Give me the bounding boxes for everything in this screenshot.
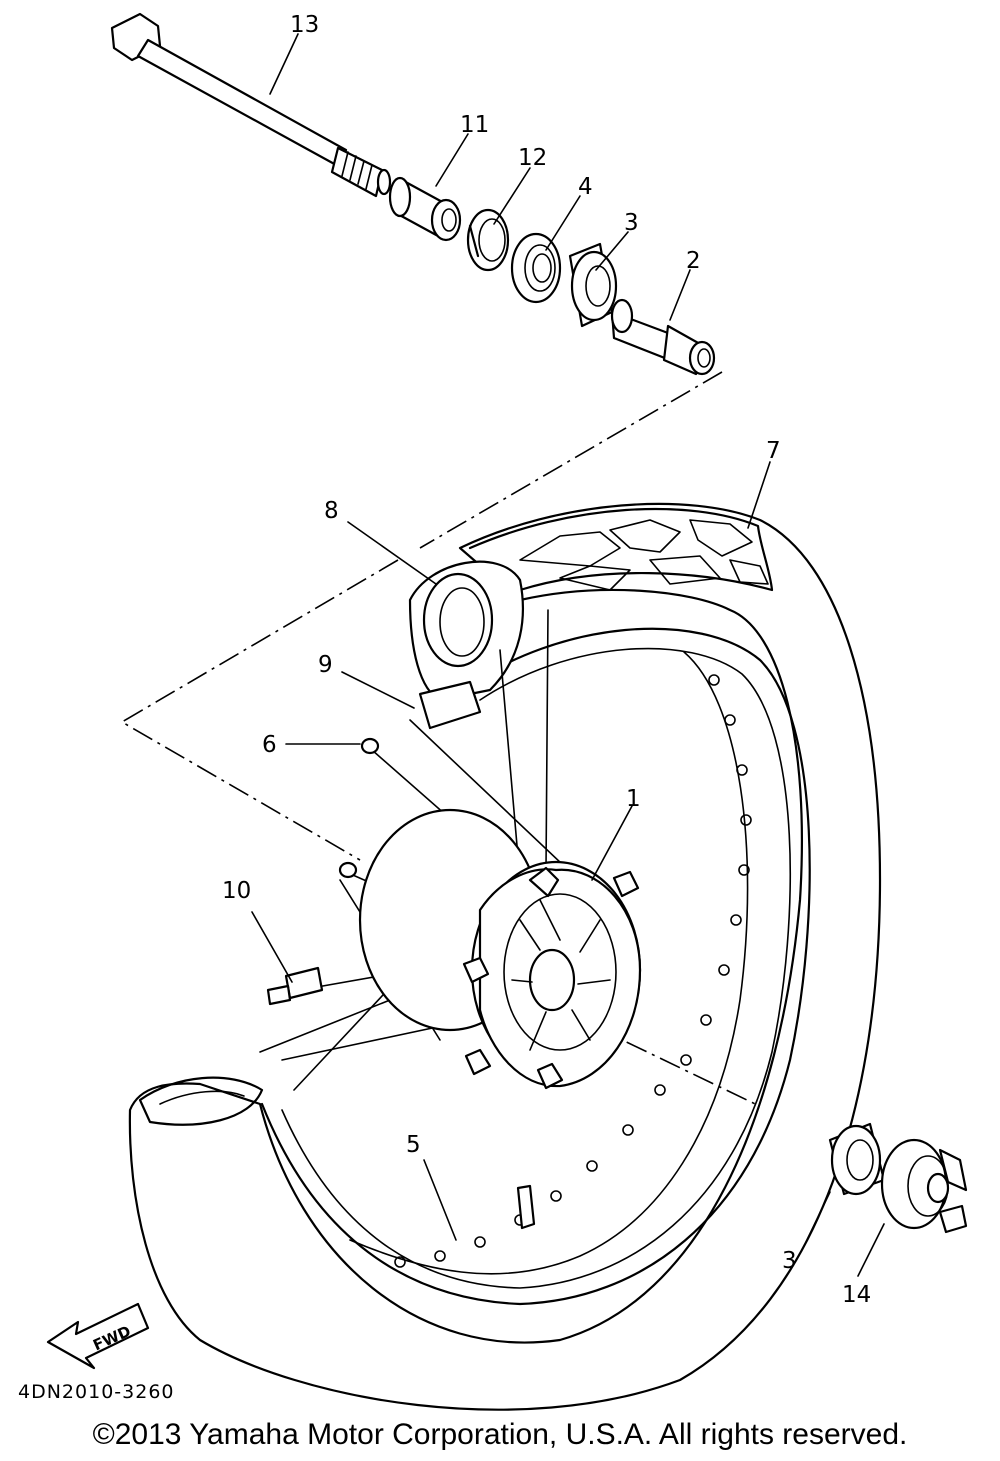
callout-4: 4: [578, 174, 593, 200]
rim: [260, 627, 811, 1306]
callout-leaders: [251, 33, 885, 1277]
callout-7: 7: [766, 438, 781, 464]
meter-gear: [880, 1138, 968, 1234]
tube: [408, 560, 525, 730]
callout-labels: 13 11 12 4 3 2 7 8 9 6 1 10 5 3 14: [222, 12, 871, 1308]
oil-seal: [466, 208, 510, 272]
bearing-3-top: [568, 242, 618, 328]
bearing-3-bottom: [828, 1122, 886, 1196]
callout-3-bottom: 3: [782, 1248, 797, 1274]
callout-14: 14: [842, 1282, 871, 1308]
callout-3-top: 3: [624, 210, 639, 236]
copyright-notice: ©2013 Yamaha Motor Corporation, U.S.A. A…: [92, 1418, 908, 1451]
fwd-arrow-icon: FWD: [46, 1302, 150, 1370]
callout-6: 6: [262, 732, 277, 758]
callout-5: 5: [406, 1132, 421, 1158]
spacer: [610, 298, 716, 376]
callout-10: 10: [222, 878, 251, 904]
collar: [388, 176, 462, 242]
callout-1: 1: [626, 786, 641, 812]
callout-8: 8: [324, 498, 339, 524]
callout-11: 11: [460, 112, 489, 138]
nipple-10: [266, 966, 324, 1006]
spoke-6: [338, 737, 380, 879]
bearing-4: [510, 232, 562, 304]
axle-shaft: [110, 12, 392, 198]
hub: [358, 808, 642, 1090]
callout-2: 2: [686, 248, 701, 274]
diagram-code: 4DN2010-3260: [18, 1381, 175, 1403]
tire: [128, 502, 882, 1411]
callout-12: 12: [518, 145, 547, 171]
callout-9: 9: [318, 652, 333, 678]
callout-13: 13: [290, 12, 319, 38]
